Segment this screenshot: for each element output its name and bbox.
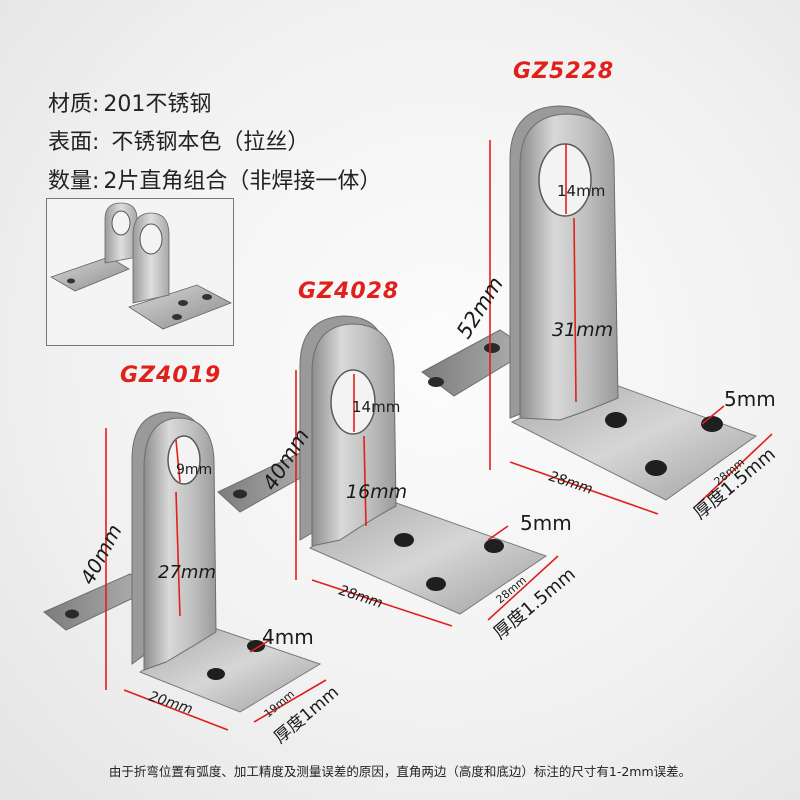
thumbnail-bracket-illustration xyxy=(50,202,232,330)
gz4028-base-label: 28mm xyxy=(337,583,385,612)
gz4019-small-hole-label: 4mm xyxy=(262,625,314,649)
gz4019-height-label: 40mm xyxy=(75,520,126,588)
gz4028-height-label: 40mm xyxy=(258,425,314,495)
dimension-labels: 14mm 31mm 52mm 5mm 28mm 28mm 厚度1.5mm 14m… xyxy=(75,182,780,748)
gz4028-hole-label: 14mm xyxy=(352,398,400,416)
gz4019-upright-label: 27mm xyxy=(158,562,216,583)
gz4019-base-label: 20mm xyxy=(147,689,195,718)
gz5228-height-label: 52mm xyxy=(452,273,508,343)
tolerance-footnote: 由于折弯位置有弧度、加工精度及测量误差的原因，直角两边（高度和底边）标注的尺寸有… xyxy=(108,764,692,779)
product-illustration xyxy=(43,105,773,731)
thumbnail-photo xyxy=(46,198,234,346)
gz4028-small-hole-label: 5mm xyxy=(520,511,572,535)
model-label-gz4019: GZ4019 xyxy=(120,363,222,388)
spec-quantity: 数量:2片直角组合（非焊接一体） xyxy=(48,163,381,195)
model-label-gz5228: GZ5228 xyxy=(513,59,615,84)
gz4019-hole-label: 9mm xyxy=(176,462,212,478)
gz5228-hole-label: 14mm xyxy=(557,182,605,200)
spec-surface-value: 不锈钢本色（拉丝） xyxy=(111,130,310,155)
bracket-gz5228 xyxy=(421,105,758,501)
gz4019-thickness-label: 厚度1mm xyxy=(270,682,343,747)
gz5228-base-label: 28mm xyxy=(547,469,595,498)
dimension-lines xyxy=(105,140,773,731)
spec-material-value: 201不锈钢 xyxy=(103,92,212,117)
gz5228-thickness-label: 厚度1.5mm xyxy=(690,444,780,524)
spec-quantity-value: 2片直角组合（非焊接一体） xyxy=(103,169,382,194)
spec-surface-key: 表面: xyxy=(48,130,100,155)
spec-material-key: 材质: xyxy=(48,92,100,117)
model-label-gz4028: GZ4028 xyxy=(298,279,400,304)
spec-quantity-key: 数量: xyxy=(48,169,100,194)
gz4028-upright-label: 16mm xyxy=(346,481,407,503)
spec-material: 材质:201不锈钢 xyxy=(48,86,211,118)
gz5228-upright-label: 31mm xyxy=(552,319,613,341)
bracket-gz4019 xyxy=(43,411,322,713)
bracket-gz4028 xyxy=(217,315,548,615)
gz5228-small-hole-label: 5mm xyxy=(724,387,776,411)
spec-surface: 表面: 不锈钢本色（拉丝） xyxy=(48,124,309,156)
